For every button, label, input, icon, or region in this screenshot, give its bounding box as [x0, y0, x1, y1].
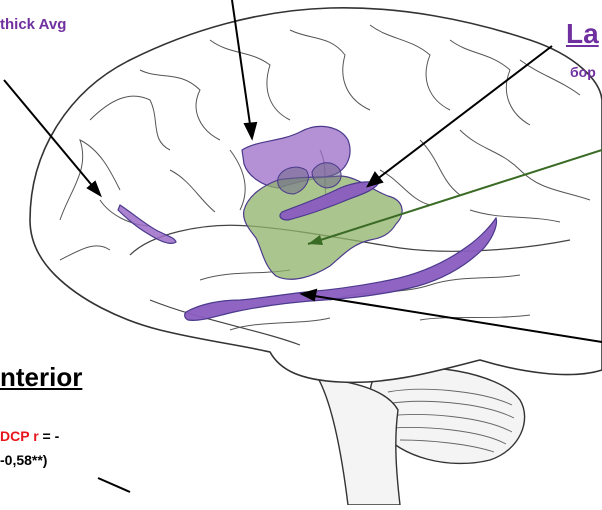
lateral-subtitle: бор	[570, 64, 596, 80]
correlation-suffix: = -	[39, 428, 60, 444]
arrow-anterior	[98, 478, 130, 492]
correlation-line: DCP r = -	[0, 428, 59, 444]
lateral-title: La	[566, 18, 599, 50]
anterior-title: nterior	[0, 362, 82, 393]
correlation-prefix: DCP	[0, 428, 29, 444]
correlation-value: -0,58**)	[0, 452, 47, 468]
thick-avg-label: thick Avg	[0, 16, 66, 33]
